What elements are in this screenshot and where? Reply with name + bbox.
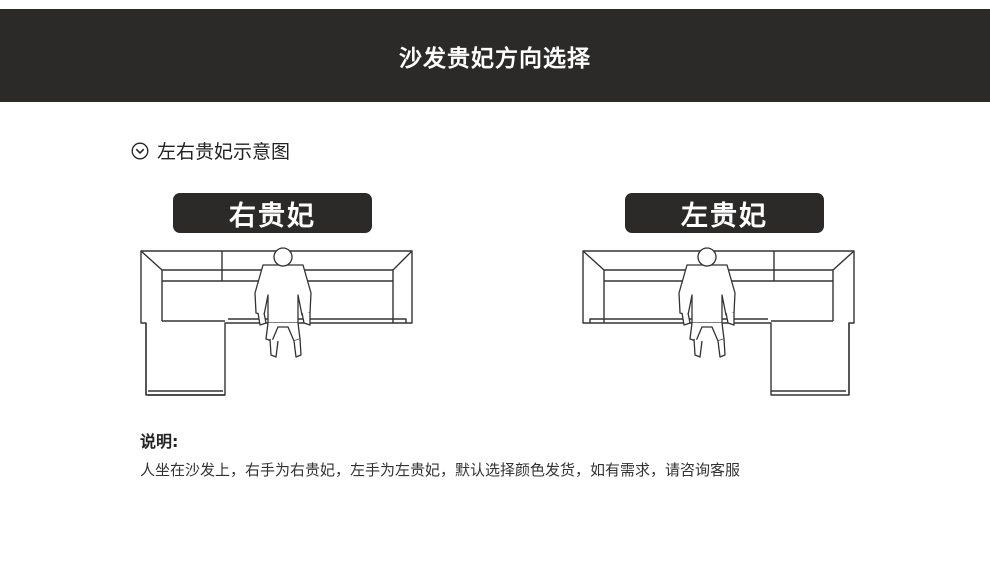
left-chaise-sofa-diagram xyxy=(582,247,855,396)
description-title: 说明: xyxy=(140,432,179,451)
right-chaise-label: 右贵妃 xyxy=(173,193,372,233)
circle-chevron-down-icon xyxy=(131,142,149,159)
page-title: 沙发贵妃方向选择 xyxy=(399,45,591,72)
section-title: 左右贵妃示意图 xyxy=(157,141,291,163)
section-heading: 左右贵妃示意图 xyxy=(131,137,290,164)
right-chaise-sofa-diagram xyxy=(140,247,413,396)
left-chaise-label: 左贵妃 xyxy=(625,193,824,233)
description-text: 人坐在沙发上，右手为右贵妃，左手为左贵妃，默认选择颜色发货，如有需求，请咨询客服 xyxy=(140,461,741,479)
person-icon xyxy=(678,247,736,358)
person-icon xyxy=(254,247,312,358)
header-banner: 沙发贵妃方向选择 xyxy=(0,9,990,102)
